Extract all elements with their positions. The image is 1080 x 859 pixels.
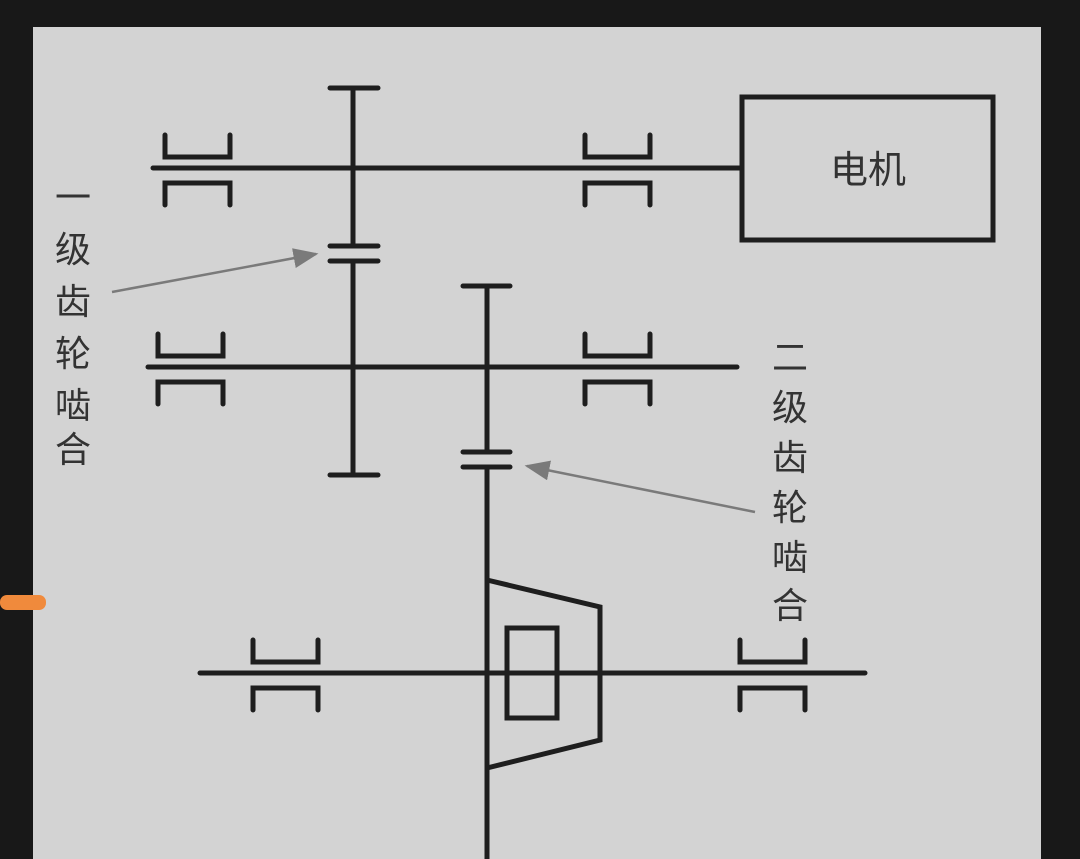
label-char: 级	[55, 230, 91, 271]
first-stage-arrow	[111, 248, 319, 294]
label-char: 二	[772, 338, 808, 379]
label-char: 合	[55, 430, 91, 471]
label-char: 啮	[772, 538, 808, 579]
first-stage-label: 一 级 齿 轮 啮 合	[55, 178, 91, 471]
bearing-symbol	[582, 132, 653, 208]
label-char: 齿	[772, 438, 808, 479]
second-stage-label: 二 级 齿 轮 啮 合	[772, 338, 808, 627]
label-char: 合	[772, 586, 808, 627]
label-char: 轮	[772, 488, 808, 529]
label-char: 轮	[55, 334, 91, 375]
label-char: 一	[55, 178, 91, 219]
bearing-symbol	[155, 331, 226, 407]
bearing-symbol	[162, 132, 233, 208]
label-char: 齿	[55, 282, 91, 323]
bearing-symbol	[737, 637, 808, 713]
bearing-symbol	[250, 637, 321, 713]
second-stage-gears	[460, 283, 513, 859]
first-stage-gears	[327, 85, 381, 478]
differential	[484, 577, 603, 771]
label-char: 级	[772, 388, 808, 429]
motor-box	[739, 94, 996, 243]
orange-marker	[0, 595, 46, 610]
label-char: 啮	[55, 386, 91, 427]
motor-label: 电机	[830, 148, 906, 192]
second-stage-arrow	[524, 460, 756, 514]
bearing-symbol	[582, 331, 653, 407]
